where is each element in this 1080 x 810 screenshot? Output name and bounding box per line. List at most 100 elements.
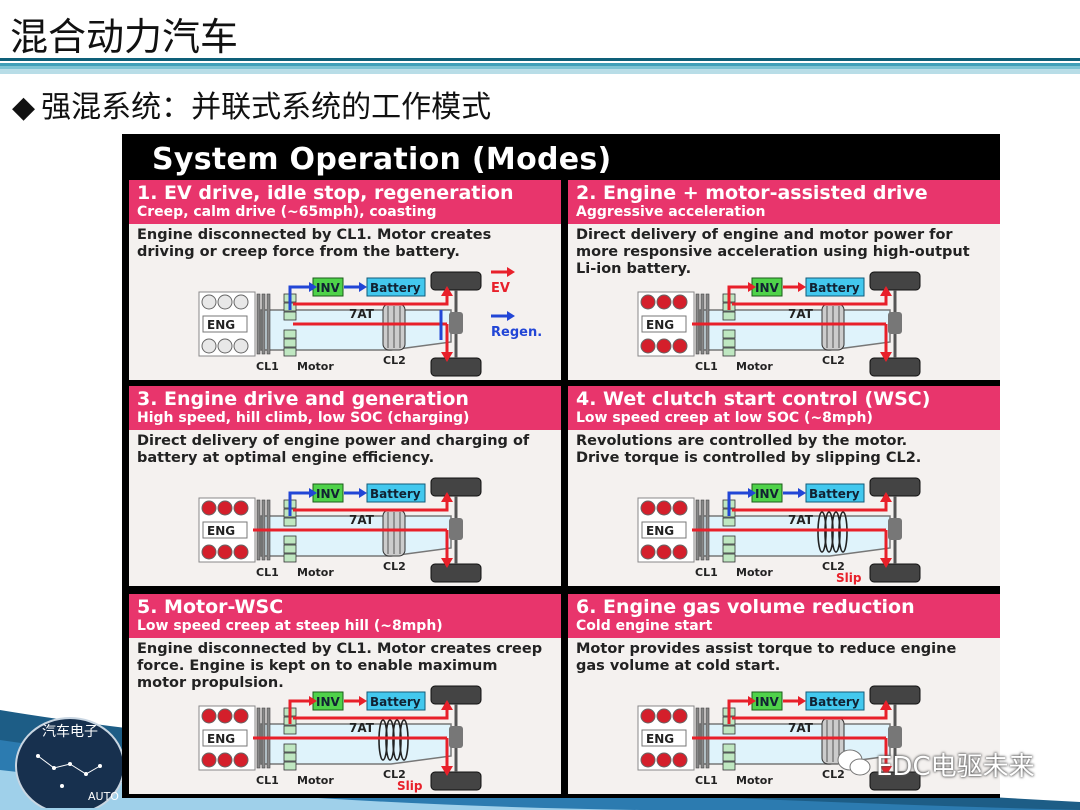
wheel-top [869,477,921,497]
slip-label: Slip [836,571,862,585]
motor-coil [283,553,297,563]
engine-label: ENG [207,318,235,332]
seven-at-label: 7AT [349,307,375,321]
cl2-label: CL2 [383,560,406,573]
slipping-clutch-cl2 [392,719,402,761]
inverter-label: INV [316,281,341,295]
description-line: driving or creep force from the battery. [137,244,460,260]
battery-label: Battery [809,487,860,501]
panel-title: 5. Motor-WSC [137,596,284,618]
motor-coil [722,311,736,321]
engine-block [637,705,695,771]
engine-block [198,705,256,771]
wheel-bottom [430,357,482,377]
motor-coil [283,311,297,321]
panel-title: 2. Engine + motor-assisted drive [576,182,928,204]
wheel-top [430,685,482,705]
arrow-head [441,558,453,568]
arrow-head [507,311,515,321]
logo-text-2: AUTO [88,790,119,803]
differential [449,518,463,540]
arrow-head [880,558,892,568]
motor-coil [722,752,736,762]
description-line: Engine disconnected by CL1. Motor create… [137,227,492,243]
arrow-head [441,492,453,502]
panel-title: 1. EV drive, idle stop, regeneration [137,182,514,204]
arrow-head [309,282,317,292]
arrow-head [798,282,806,292]
cl2-label: CL2 [822,768,845,781]
panel-title: 6. Engine gas volume reduction [576,596,915,618]
motor-coil [722,761,736,771]
cl2-label: CL2 [383,354,406,367]
slipping-clutch-cl2 [378,719,388,761]
differential [449,726,463,748]
description-line: motor propulsion. [137,675,284,691]
engine-block [637,497,695,563]
description-line: Direct delivery of engine and motor powe… [576,227,953,243]
motor-coil [283,329,297,339]
cl1-label: CL1 [256,774,279,787]
motor-coil [283,725,297,735]
arrow-head [441,352,453,362]
panel-description: Engine disconnected by CL1. Motor create… [129,224,561,261]
legend-ev-label: EV [491,281,510,296]
arrow-head [798,488,806,498]
battery-label: Battery [370,281,421,295]
clutch-plate [261,293,266,355]
arrow-head [359,488,367,498]
arrow-head [441,766,453,776]
slipping-clutch-cl2 [824,511,834,553]
panel-title: 3. Engine drive and generation [137,388,469,410]
power-flow-inv [727,491,748,516]
arrow-head [309,488,317,498]
seven-at-label: 7AT [788,513,814,527]
battery-label: Battery [370,695,421,709]
slip-label: Slip [397,779,423,793]
motor-coil [722,338,736,348]
logo-text: 汽车电子 [42,723,98,740]
cl1-label: CL1 [695,774,718,787]
differential [888,518,902,540]
motor-coil [283,535,297,545]
description-line: Drive torque is controlled by slipping C… [576,450,922,466]
panel-subtitle: Low speed creep at low SOC (~8mph) [576,410,873,426]
panel-description: Direct delivery of engine and motor powe… [568,224,1000,278]
slipping-clutch-cl2 [399,719,409,761]
motor-coil [283,752,297,762]
description-line: Engine disconnected by CL1. Motor create… [137,641,543,657]
power-flow-inv [727,285,748,310]
slipping-clutch-cl2 [838,511,848,553]
panel-description: Engine disconnected by CL1. Motor create… [129,638,561,692]
differential [888,312,902,334]
description-line: force. Engine is kept on to enable maxim… [137,658,498,674]
panel-subtitle: Aggressive acceleration [576,204,766,220]
wheel-bottom [869,357,921,377]
inverter-label: INV [316,695,341,709]
description-line: battery at optimal engine efficiency. [137,450,435,466]
panel-title: 4. Wet clutch start control (WSC) [576,388,931,410]
cl1-label: CL1 [256,360,279,373]
battery-label: Battery [809,695,860,709]
drive-flow-upper [732,294,888,306]
panel-subtitle: Cold engine start [576,618,713,634]
motor-coil [283,347,297,357]
arrow-head [880,766,892,776]
arrow-head [309,696,317,706]
panel-subtitle: Creep, calm drive (~65mph), coasting [137,204,437,220]
engine-label: ENG [646,524,674,538]
engine-label: ENG [207,524,235,538]
arrow-head [507,267,515,277]
power-flow-inv [288,491,309,516]
arrow-head [880,700,892,710]
